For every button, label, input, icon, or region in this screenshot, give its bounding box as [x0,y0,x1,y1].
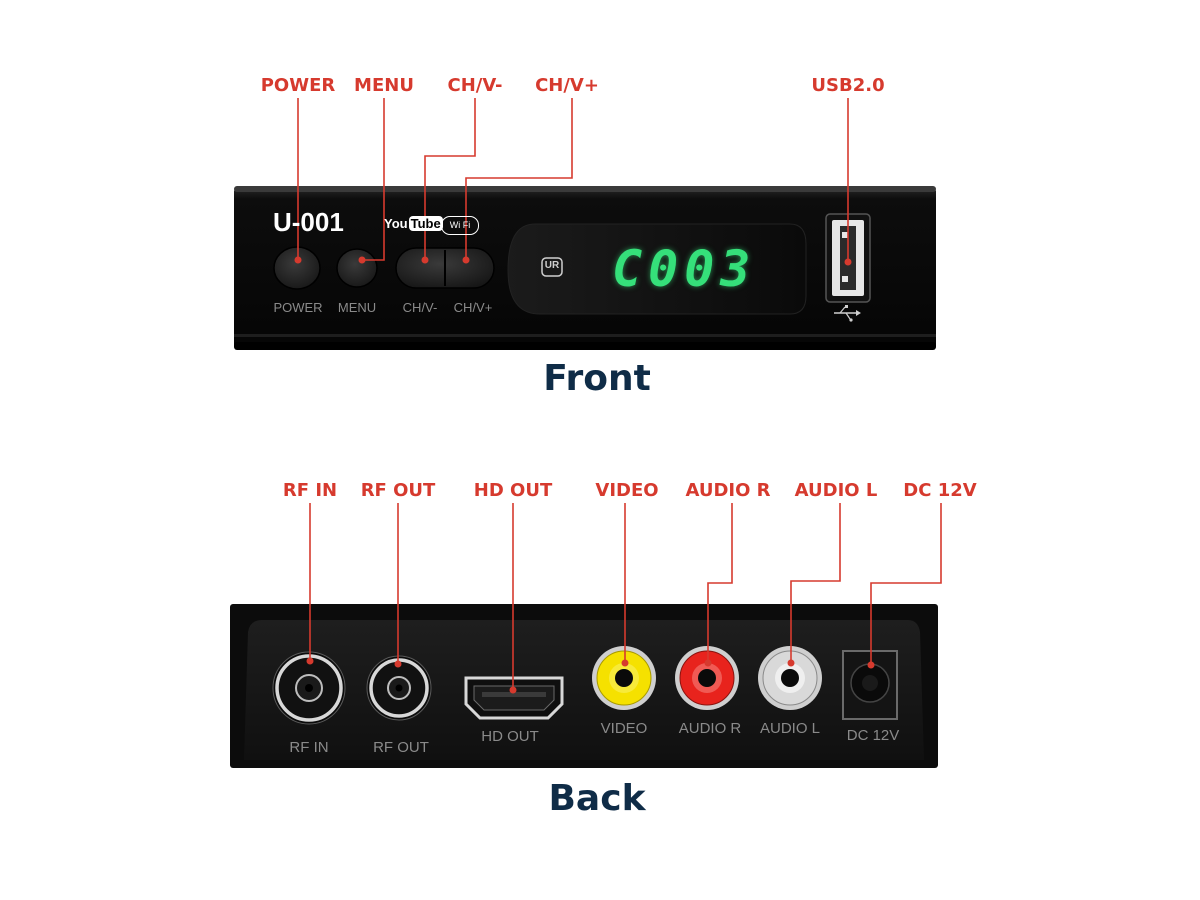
menu-button[interactable] [336,248,378,288]
youtube-logo: You Tube [384,216,443,231]
callout-usb: USB2.0 [811,75,885,96]
callout-audio-l: AUDIO L [794,480,878,501]
led-display-text: C003 [612,240,757,298]
audio-r-rca-jack[interactable] [675,646,739,710]
panel-label-audio-l: AUDIO L [759,720,821,737]
rf-out-port[interactable] [366,655,432,721]
panel-label-video: VIDEO [600,720,648,737]
usb-port[interactable] [825,213,871,303]
channel-rocker[interactable] [395,247,495,289]
panel-label-rf-out: RF OUT [373,739,429,756]
callout-dc: DC 12V [903,480,977,501]
panel-label-power: POWER [273,300,323,315]
panel-label-ch-up: CH/V+ [453,300,493,315]
callout-hd-out: HD OUT [473,480,553,501]
back-leader-dots [306,657,875,694]
callout-rf-in: RF IN [282,480,338,501]
callout-audio-r: AUDIO R [685,480,771,501]
hd-out-port[interactable] [464,676,564,720]
panel-label-menu: MENU [337,300,377,315]
callout-menu: MENU [354,75,414,96]
rf-in-port[interactable] [272,651,346,725]
dc-power-jack[interactable] [842,650,898,720]
power-button[interactable] [273,246,321,290]
youtube-logo-you: You [384,216,408,231]
usb-symbol-icon [834,305,861,322]
youtube-logo-tube: Tube [408,216,443,231]
front-leader-lines [297,98,849,262]
model-name: U-001 [273,207,344,237]
front-leader-dots [294,256,852,266]
front-title: Front [543,358,651,399]
callout-video: VIDEO [595,480,659,501]
audio-l-rca-jack[interactable] [758,646,822,710]
panel-label-hd-out: HD OUT [481,728,539,745]
callout-ch-up: CH/V+ [535,75,599,96]
back-leader-lines [309,503,942,690]
callout-ch-down: CH/V- [447,75,503,96]
wifi-logo: Wi Fi [441,216,479,235]
back-panel [230,604,938,768]
panel-label-dc: DC 12V [846,727,900,744]
panel-label-rf-in: RF IN [289,739,329,756]
callout-power: POWER [260,75,336,96]
callout-rf-out: RF OUT [360,480,436,501]
video-rca-jack[interactable] [592,646,656,710]
panel-label-audio-r: AUDIO R [678,720,742,737]
ur-badge-text: UR [544,260,560,271]
back-title: Back [548,778,646,819]
panel-label-ch-down: CH/V- [402,300,438,315]
